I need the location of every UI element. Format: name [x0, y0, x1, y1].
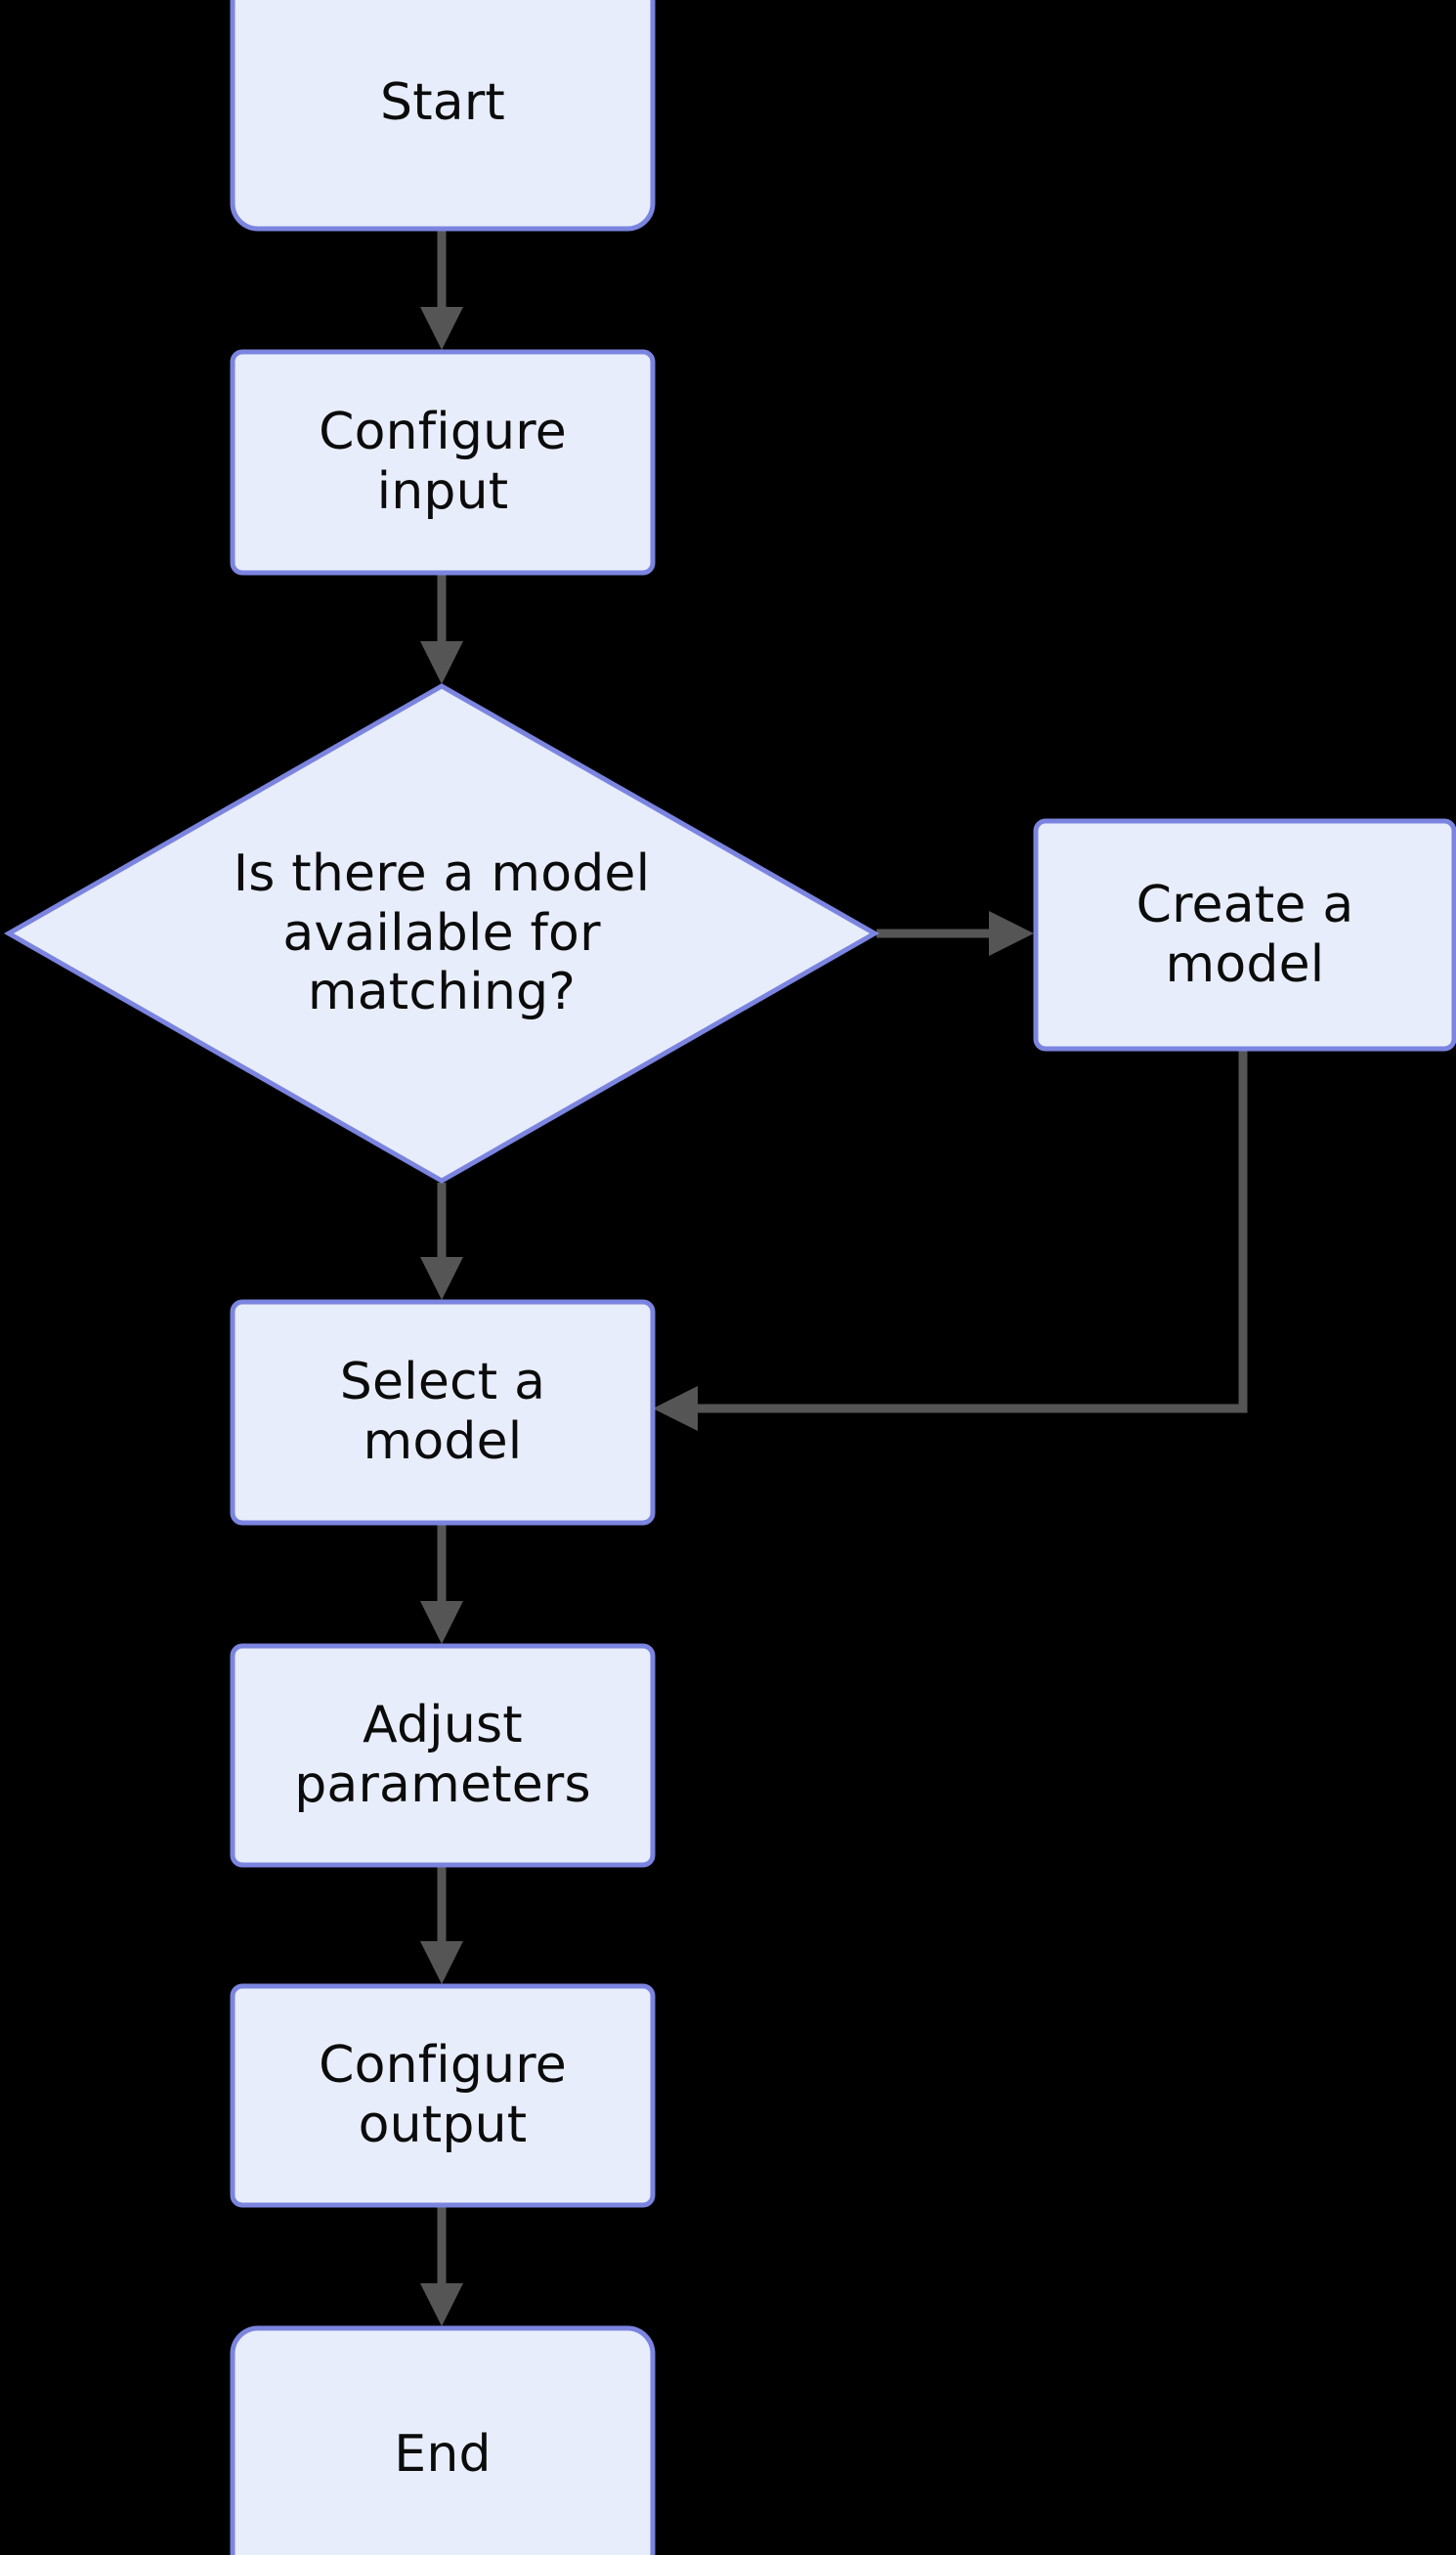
edge-start-to-configure-input [420, 231, 463, 350]
node-shape-model-available[interactable] [3, 683, 880, 1184]
edge-adjust-parameters-to-configure-output [420, 1865, 463, 1984]
node-shape-configure-input[interactable] [230, 349, 656, 576]
edge-decision-to-create-model [877, 911, 1034, 956]
node-shape-start[interactable] [230, 0, 656, 232]
edge-decision-to-select-model [420, 1183, 463, 1300]
edge-configure-input-to-decision [420, 575, 463, 684]
node-shape-create-model[interactable] [1033, 818, 1456, 1052]
edge-select-model-to-adjust-parameters [420, 1525, 463, 1644]
node-shape-end[interactable] [230, 2325, 656, 2555]
node-shape-select-model[interactable] [230, 1299, 656, 1526]
node-shape-configure-output[interactable] [230, 1983, 656, 2208]
edge-create-model-to-select-model [653, 1051, 1248, 1431]
edge-configure-output-to-end [420, 2207, 463, 2326]
node-shape-adjust-parameters[interactable] [230, 1643, 656, 1868]
